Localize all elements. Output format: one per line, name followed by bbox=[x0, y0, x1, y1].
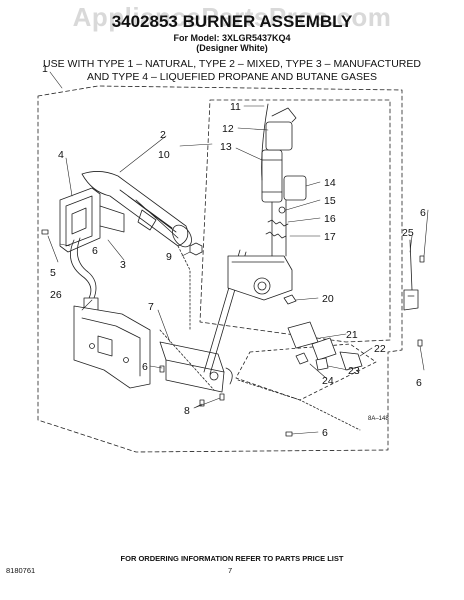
valve-group-outline bbox=[199, 99, 391, 343]
orifice bbox=[287, 321, 337, 361]
callout-6d: 6 bbox=[416, 377, 422, 389]
screw-20 bbox=[283, 294, 297, 305]
screw-6-bottom bbox=[285, 431, 293, 437]
ignition-wire bbox=[261, 103, 269, 181]
screw-8-b bbox=[219, 393, 225, 401]
watermark: AppliancePartsPros.com bbox=[72, 2, 392, 32]
screw-6-left bbox=[41, 229, 49, 235]
callout-6c: 6 bbox=[142, 361, 148, 373]
screw-6-right-top bbox=[419, 255, 425, 263]
callout-24: 24 bbox=[322, 375, 334, 387]
burner-tube bbox=[81, 171, 192, 248]
callout-10: 10 bbox=[158, 149, 170, 161]
callout-1: 1 bbox=[42, 63, 48, 75]
usage-note-line-2: AND TYPE 4 – LIQUEFIED PROPANE AND BUTAN… bbox=[87, 71, 377, 83]
callout-16: 16 bbox=[324, 213, 336, 225]
callout-17: 17 bbox=[324, 231, 336, 243]
orifice-group-outline bbox=[235, 343, 377, 401]
spring bbox=[265, 219, 289, 239]
fitting-23-24 bbox=[295, 352, 329, 371]
callout-26: 26 bbox=[50, 289, 62, 301]
callout-14: 14 bbox=[324, 177, 336, 189]
screw-6-right-bottom bbox=[417, 339, 423, 347]
callout-8: 8 bbox=[184, 405, 190, 417]
nozzle bbox=[339, 351, 363, 371]
flame-sensor bbox=[403, 239, 419, 311]
callout-2: 2 bbox=[160, 129, 166, 141]
screw-15 bbox=[278, 206, 286, 214]
valve-coil-upper bbox=[265, 107, 297, 151]
assembly-outline bbox=[37, 85, 403, 453]
gas-valve bbox=[227, 255, 293, 301]
callout-6a: 6 bbox=[92, 245, 98, 257]
art-code: 8A–148 bbox=[368, 416, 389, 422]
valve-coil-side bbox=[283, 175, 307, 201]
nut-9 bbox=[189, 242, 203, 256]
callout-13: 13 bbox=[220, 141, 232, 153]
callout-7: 7 bbox=[148, 301, 154, 313]
callout-6b: 6 bbox=[420, 207, 426, 219]
callout-11: 11 bbox=[230, 101, 241, 113]
model-label: For Model: 3XLGR5437KQ4 bbox=[173, 33, 291, 43]
bracket-plate bbox=[159, 341, 233, 393]
ordering-note: FOR ORDERING INFORMATION REFER TO PARTS … bbox=[120, 554, 344, 563]
callout-21: 21 bbox=[346, 329, 358, 341]
document-number: 8180761 bbox=[6, 566, 36, 575]
callout-3: 3 bbox=[120, 259, 126, 271]
screw-6-mid bbox=[159, 365, 165, 373]
callout-22: 22 bbox=[374, 343, 386, 355]
callout-25: 25 bbox=[402, 227, 414, 239]
callout-9: 9 bbox=[166, 251, 172, 263]
igniter-bracket bbox=[59, 187, 125, 253]
callout-4: 4 bbox=[58, 149, 64, 161]
callout-5: 5 bbox=[50, 267, 56, 279]
callout-20: 20 bbox=[322, 293, 334, 305]
callout-23: 23 bbox=[348, 365, 360, 377]
callout-12: 12 bbox=[222, 123, 234, 135]
valve-coil-lower bbox=[261, 149, 283, 203]
page-title: 3402853 BURNER ASSEMBLY bbox=[111, 12, 353, 31]
page-number: 7 bbox=[228, 566, 233, 575]
callout-15: 15 bbox=[324, 195, 336, 207]
usage-note-line-1: USE WITH TYPE 1 – NATURAL, TYPE 2 – MIXE… bbox=[43, 58, 421, 70]
callout-6e: 6 bbox=[322, 427, 328, 439]
mounting-bracket bbox=[73, 305, 151, 389]
variant-label: (Designer White) bbox=[196, 43, 268, 53]
